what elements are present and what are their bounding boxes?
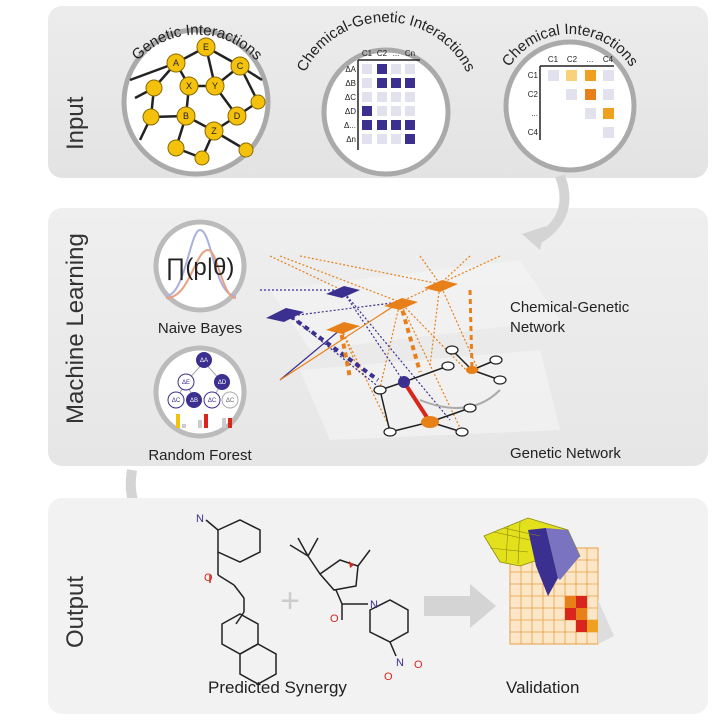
chemgen-col-3: ... bbox=[393, 49, 400, 58]
chemical-row-3: ... bbox=[531, 109, 538, 118]
naive-bayes-formula: ∏(p|θ) bbox=[166, 254, 235, 281]
molecule-2-nitrogen: N bbox=[370, 599, 378, 611]
node-label-d: D bbox=[234, 111, 241, 121]
chemical-row-1: C1 bbox=[528, 71, 539, 80]
network-diagram bbox=[260, 255, 560, 440]
chemical-col-2: C2 bbox=[567, 55, 578, 64]
chemgen-row-3: ΔC bbox=[345, 93, 356, 102]
naive-bayes-label: Naive Bayes bbox=[158, 320, 242, 337]
output-arrow bbox=[424, 584, 496, 628]
tree-node-3: ΔD bbox=[218, 380, 227, 386]
random-forest-label: Random Forest bbox=[148, 447, 252, 464]
input-to-ml-arrowhead bbox=[522, 226, 546, 250]
chemgen-edge-orange-1 bbox=[326, 322, 360, 334]
chemgen-row-2: ΔB bbox=[345, 79, 356, 88]
chemgen-col-4: Cn bbox=[405, 49, 415, 58]
chemical-interactions-diagram: C1 C2 ... C4 C1 C2 ... C4 Chemical Inter… bbox=[499, 21, 641, 173]
chemgen-row-4: ΔD bbox=[345, 107, 356, 116]
tree-node-1: ΔA bbox=[200, 358, 208, 364]
chemgen-matrix-cells bbox=[362, 64, 415, 144]
molecule-2-nitro-nitrogen: N bbox=[396, 657, 404, 669]
chemgen-row-1: ΔA bbox=[345, 65, 356, 74]
input-to-ml-arrow bbox=[537, 174, 570, 243]
molecule-2-oxygen: O bbox=[330, 613, 339, 625]
chemgen-edge-purple-2 bbox=[326, 286, 360, 298]
random-forest-diagram: ΔA ΔE ΔD ΔC ΔB ΔC ΔC bbox=[153, 345, 247, 439]
node-label-y: Y bbox=[212, 81, 218, 91]
chemical-row-4: C4 bbox=[528, 128, 539, 137]
node-label-z: Z bbox=[211, 126, 217, 136]
tree-node-2: ΔE bbox=[182, 380, 190, 386]
plus-sign: + bbox=[280, 582, 300, 620]
genetic-network-label: Genetic Network bbox=[510, 445, 621, 462]
chemical-matrix-cells bbox=[548, 70, 614, 138]
node-label-c: C bbox=[237, 61, 244, 71]
naive-bayes-diagram: ∏(p|θ) bbox=[153, 219, 247, 313]
chemgen-row-6: Δn bbox=[346, 135, 356, 144]
molecule-2 bbox=[289, 537, 409, 657]
molecule-2-nitro-oxygen-1: O bbox=[384, 671, 393, 683]
chemgen-edge-purple-1 bbox=[266, 308, 304, 322]
chemgen-edge-orange-2 bbox=[384, 298, 418, 310]
input-illustrations: A E C X Y B Z D Genetic Interactions C1 … bbox=[121, 9, 641, 177]
chemgen-edge-orange-3 bbox=[424, 280, 458, 292]
chemgen-col-2: C2 bbox=[377, 49, 388, 58]
molecule-1 bbox=[205, 519, 277, 685]
tree-node-6: ΔC bbox=[208, 398, 217, 404]
molecule-1-oxygen: O bbox=[204, 572, 213, 584]
node-label-a: A bbox=[173, 58, 179, 68]
node-label-e: E bbox=[203, 42, 209, 52]
molecule-2-nitro-oxygen-2: O bbox=[414, 659, 423, 671]
chemgen-col-1: C1 bbox=[362, 49, 373, 58]
tree-node-5: ΔB bbox=[190, 398, 198, 404]
chemgen-network-label-line1: Chemical-Genetic bbox=[510, 299, 630, 316]
chemical-row-2: C2 bbox=[528, 90, 539, 99]
tree-node-7: ΔC bbox=[226, 398, 235, 404]
validation-label: Validation bbox=[506, 678, 580, 697]
predicted-synergy-label: Predicted Synergy bbox=[208, 678, 347, 697]
molecule-1-nitrogen: N bbox=[196, 513, 204, 525]
molecule-2-ring-oxygen bbox=[349, 561, 354, 568]
chemical-col-3: ... bbox=[587, 55, 594, 64]
chemical-col-1: C1 bbox=[548, 55, 559, 64]
node-label-x: X bbox=[186, 81, 192, 91]
genetic-interactions-diagram: A E C X Y B Z D Genetic Interactions bbox=[121, 22, 271, 177]
chemgen-network-label-line2: Network bbox=[510, 319, 566, 336]
validation-heatmap bbox=[483, 517, 614, 645]
node-label-b: B bbox=[183, 111, 189, 121]
tree-node-4: ΔC bbox=[172, 398, 181, 404]
chemgen-row-5: Δ... bbox=[344, 121, 356, 130]
chemical-col-4: C4 bbox=[603, 55, 614, 64]
